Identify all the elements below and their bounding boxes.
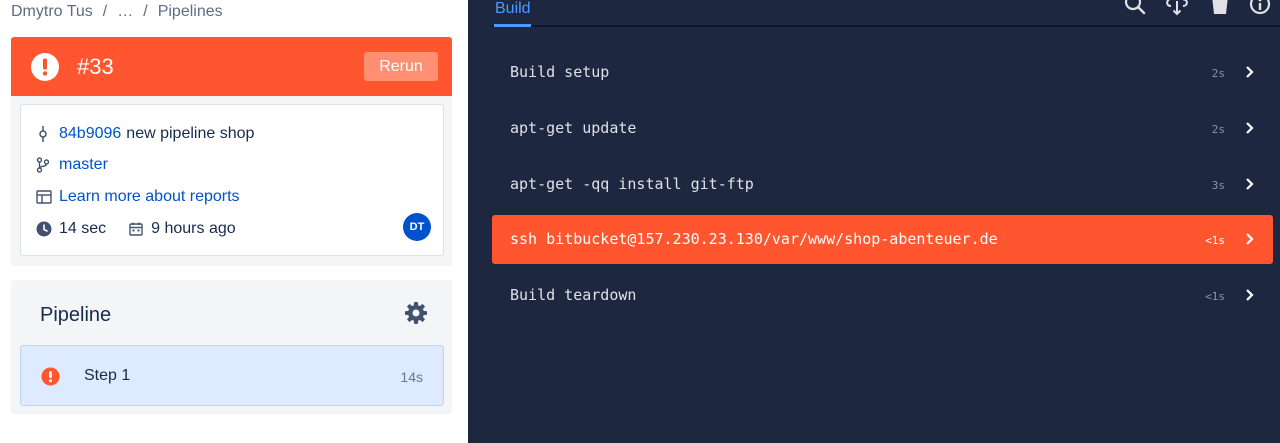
build-meta-row: 14 sec 9 hours ago <box>36 220 236 238</box>
rerun-button[interactable]: Rerun <box>364 52 438 81</box>
build-log-panel: Build Build setup 2s apt-get update 2s a… <box>468 0 1280 443</box>
log-step-label: ssh bitbucket@157.230.23.130/var/www/sho… <box>510 230 998 248</box>
log-step-duration: 2s <box>1211 67 1225 80</box>
gear-icon[interactable] <box>404 301 428 325</box>
chevron-right-icon <box>1246 178 1254 190</box>
delete-icon[interactable] <box>1208 0 1232 16</box>
branch-icon <box>36 157 50 173</box>
chevron-right-icon <box>1246 66 1254 78</box>
log-step-row[interactable]: apt-get update 2s <box>492 104 1273 153</box>
log-step-duration: 3s <box>1211 179 1225 192</box>
breadcrumb-separator: / <box>102 3 108 20</box>
log-step-row[interactable]: Build setup 2s <box>492 48 1273 97</box>
chevron-right-icon <box>1246 289 1254 301</box>
tab-active-indicator <box>494 24 531 27</box>
log-step-label: apt-get -qq install git-ftp <box>510 175 754 193</box>
breadcrumb: Dmytro Tus / … / Pipelines <box>11 3 223 21</box>
avatar[interactable]: DT <box>403 213 431 241</box>
chevron-right-icon <box>1246 233 1254 245</box>
commit-message: new pipeline shop <box>126 125 255 142</box>
commit-hash-link[interactable]: 84b9096 <box>59 125 122 142</box>
info-icon[interactable] <box>1248 0 1272 16</box>
breadcrumb-pipelines[interactable]: Pipelines <box>157 3 223 20</box>
chevron-right-icon <box>1246 122 1254 134</box>
commit-row: 84b9096 new pipeline shop <box>36 125 254 143</box>
breadcrumb-separator: / <box>143 3 148 20</box>
branch-row: master <box>36 156 108 174</box>
log-step-row[interactable]: apt-get -qq install git-ftp 3s <box>492 160 1273 209</box>
build-time-ago: 9 hours ago <box>151 220 236 237</box>
breadcrumb-workspace[interactable]: Dmytro Tus <box>11 3 93 20</box>
build-info-panel: 84b9096 new pipeline shop master <box>11 96 452 266</box>
commit-icon <box>39 126 47 142</box>
calendar-icon <box>129 222 143 236</box>
clock-icon <box>36 221 52 237</box>
reports-icon <box>36 190 52 204</box>
download-icon[interactable] <box>1165 0 1189 16</box>
log-step-duration: <1s <box>1205 290 1225 303</box>
breadcrumb-ellipsis[interactable]: … <box>117 3 134 20</box>
reports-row: Learn more about reports <box>36 188 240 206</box>
search-icon[interactable] <box>1123 0 1147 16</box>
log-step-label: apt-get update <box>510 119 637 137</box>
build-status-header: #33 Rerun <box>11 37 452 96</box>
pipeline-step-row[interactable]: Step 1 14s <box>20 345 444 406</box>
pipeline-panel: Pipeline Step 1 14s <box>11 280 452 414</box>
pipeline-sidebar: Dmytro Tus / … / Pipelines #33 Rerun 84b… <box>0 0 468 443</box>
step-name: Step 1 <box>84 367 131 384</box>
step-failed-icon <box>41 367 60 386</box>
build-info-card: 84b9096 new pipeline shop master <box>20 104 444 256</box>
step-duration: 14s <box>400 369 423 385</box>
build-number: #33 <box>77 53 114 79</box>
log-step-duration: 2s <box>1211 123 1225 136</box>
tab-divider <box>492 25 1280 27</box>
build-duration: 14 sec <box>59 220 107 237</box>
pipeline-title: Pipeline <box>40 304 112 326</box>
log-step-label: Build setup <box>510 63 610 81</box>
log-step-row-active[interactable]: ssh bitbucket@157.230.23.130/var/www/sho… <box>492 215 1273 264</box>
log-step-label: Build teardown <box>510 286 637 304</box>
log-step-row[interactable]: Build teardown <1s <box>492 271 1273 320</box>
branch-link[interactable]: master <box>59 156 108 173</box>
learn-more-reports-link[interactable]: Learn more about reports <box>59 188 240 205</box>
alert-icon <box>31 52 59 81</box>
log-step-duration: <1s <box>1205 234 1225 247</box>
tab-build[interactable]: Build <box>495 0 531 17</box>
